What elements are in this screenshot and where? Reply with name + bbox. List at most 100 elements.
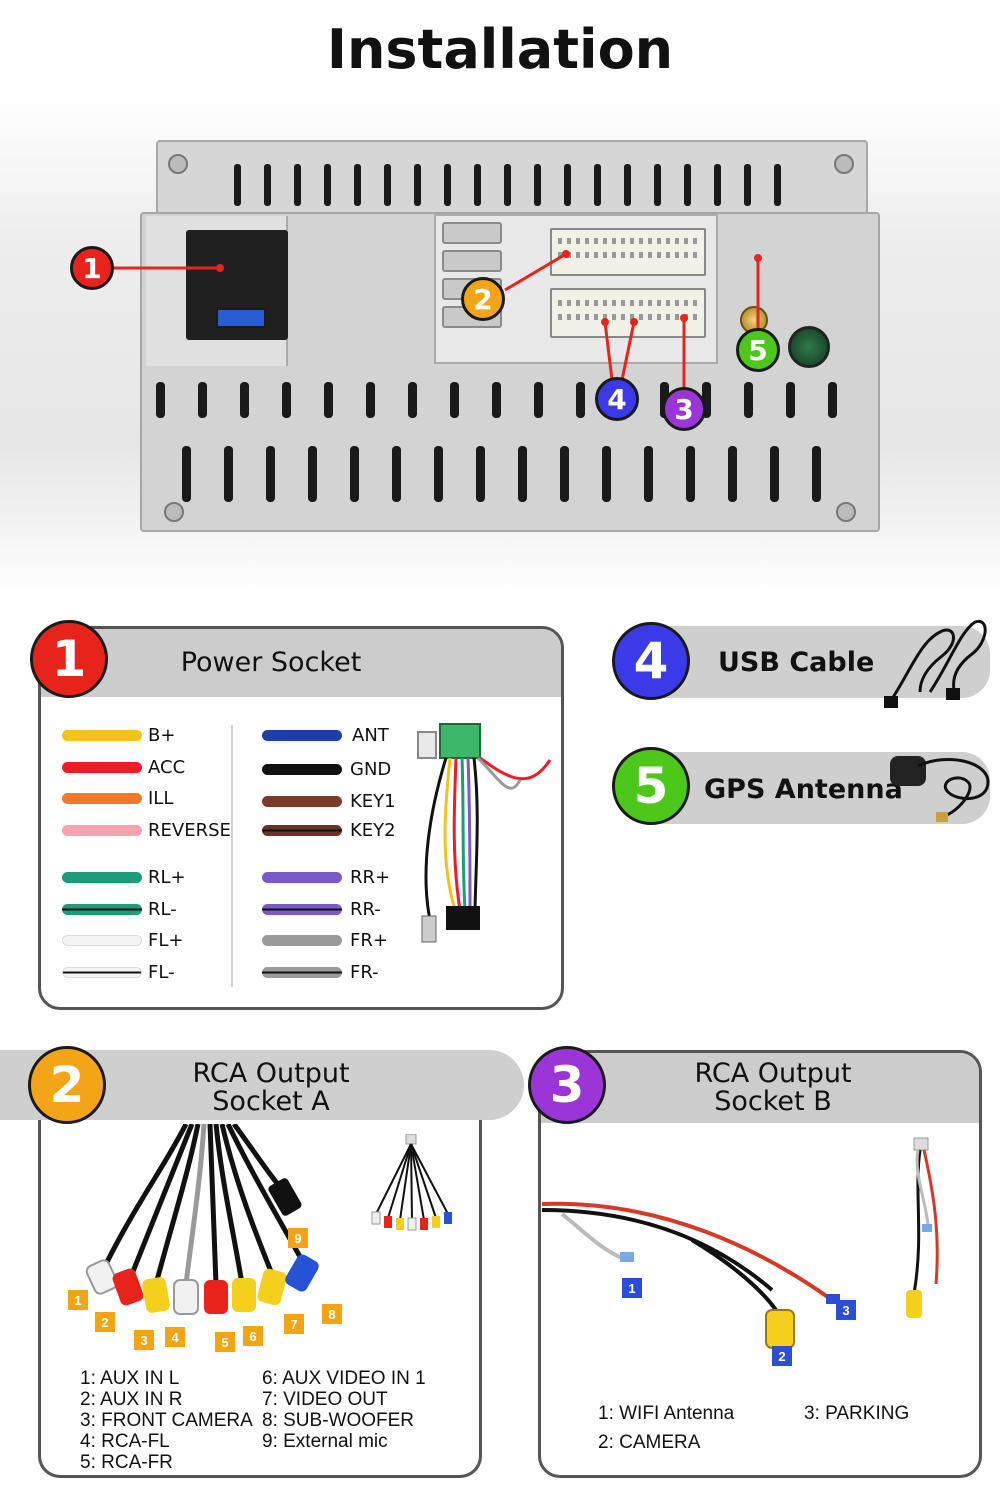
rca-socket-a-number: 2 [28, 1046, 106, 1124]
wire-swatch [262, 796, 342, 807]
vent-slot [266, 446, 275, 502]
page-title: Installation [326, 18, 674, 81]
wire-swatch [262, 967, 342, 978]
wire-label: ANT [352, 725, 389, 746]
legend-item: 6: AUX VIDEO IN 1 [262, 1368, 426, 1389]
vent-slot [414, 164, 421, 206]
vent-slot [324, 382, 333, 418]
callout-3: 3 [662, 387, 706, 431]
title-line: RCA Output [192, 1058, 350, 1089]
vent-slot [350, 446, 359, 502]
wire-swatch [62, 762, 142, 773]
screw-icon [168, 154, 188, 174]
screw-icon [164, 502, 184, 522]
vent-slot [594, 164, 601, 206]
vent-slot [684, 164, 691, 206]
legend-item: 5: RCA-FR [80, 1452, 173, 1473]
vent-slot [770, 446, 779, 502]
vent-slot [774, 164, 781, 206]
wire-swatch [62, 730, 142, 741]
screw-icon [834, 154, 854, 174]
vent-slot [828, 382, 837, 418]
vent-slot [812, 446, 821, 502]
wire-label: RL+ [148, 867, 186, 888]
vent-slot [234, 164, 241, 206]
vent-slot [324, 164, 331, 206]
wire-label: GND [350, 759, 392, 780]
power-socket-header [41, 629, 561, 697]
callout-4: 4 [595, 377, 639, 421]
rca-a-legend-right: 6: AUX VIDEO IN 1 7: VIDEO OUT 8: SUB-WO… [262, 1368, 426, 1452]
gps-antenna-number: 5 [612, 747, 690, 825]
legend-item: 7: VIDEO OUT [262, 1389, 388, 1410]
vent-slot [564, 164, 571, 206]
rca-b-thumbnail-image [906, 1137, 939, 1318]
vent-slot [576, 382, 585, 418]
wire-swatch [62, 872, 142, 883]
power-socket-number: 1 [30, 620, 108, 698]
rca-a-tag-4: 4 [165, 1327, 185, 1347]
wire-swatch [62, 825, 142, 836]
wire-label: ACC [148, 757, 186, 778]
vent-slot [240, 382, 249, 418]
wire-label: FR- [350, 962, 379, 983]
vent-slot [450, 382, 459, 418]
column-divider [231, 725, 233, 987]
fuse-icon [216, 308, 266, 328]
wire-swatch [262, 825, 342, 836]
vent-slot [492, 382, 501, 418]
rca-a-tag-7: 7 [284, 1314, 304, 1334]
legend-item: 1: AUX IN L [80, 1368, 180, 1389]
wire-label: FL- [148, 962, 175, 983]
vent-slot [294, 164, 301, 206]
callout-lines [112, 250, 762, 388]
legend-item: 8: SUB-WOOFER [262, 1410, 415, 1431]
vent-slot [534, 164, 541, 206]
gps-antenna-image [890, 756, 990, 822]
wire-label: KEY2 [350, 820, 396, 841]
rca-socket-a-title: RCA Output Socket A [140, 1060, 402, 1116]
vent-slot [534, 382, 543, 418]
rca-socket-b-title: RCA Output Socket B [642, 1060, 904, 1116]
vent-slot [714, 164, 721, 206]
callout-2: 2 [461, 277, 505, 321]
vent-slot [504, 164, 511, 206]
rca-b-legend-item: 3: PARKING [804, 1403, 910, 1424]
vent-slot [182, 446, 191, 502]
wire-label: B+ [148, 725, 176, 746]
rca-socket-a-panel [38, 1052, 482, 1478]
vent-slot [560, 446, 569, 502]
rca-b-tag-2: 2 [772, 1346, 792, 1366]
rca-socket-b-panel [538, 1050, 982, 1478]
vent-slot [602, 446, 611, 502]
wire-label: KEY1 [350, 791, 396, 812]
legend-item: 4: RCA-FL [80, 1431, 170, 1452]
wire-swatch [262, 935, 342, 946]
vent-slot [282, 382, 291, 418]
wire-label: FR+ [350, 930, 388, 951]
vent-slot [728, 446, 737, 502]
vent-slot [224, 446, 233, 502]
wire-swatch [262, 904, 342, 915]
vent-slot [518, 446, 527, 502]
title-line: Socket B [714, 1086, 832, 1117]
wire-swatch [262, 730, 342, 741]
wire-swatch [262, 764, 342, 775]
legend-item: 2: AUX IN R [80, 1389, 183, 1410]
vent-slot [744, 164, 751, 206]
wire-label: ILL [148, 788, 174, 809]
vent-slot [308, 446, 317, 502]
rca-a-tag-2: 2 [95, 1312, 115, 1332]
wire-swatch [62, 935, 142, 946]
vent-slot [476, 446, 485, 502]
rca-a-tag-5: 5 [215, 1332, 235, 1352]
usb-cable-number: 4 [612, 622, 690, 700]
vent-slot [786, 382, 795, 418]
vent-slot [392, 446, 401, 502]
power-panel [146, 216, 288, 366]
rca-a-tag-6: 6 [243, 1326, 263, 1346]
rca-a-tag-8: 8 [322, 1304, 342, 1324]
wire-label: REVERSE [148, 820, 231, 841]
vent-slot [434, 446, 443, 502]
rca-b-cable-image [542, 1201, 840, 1349]
